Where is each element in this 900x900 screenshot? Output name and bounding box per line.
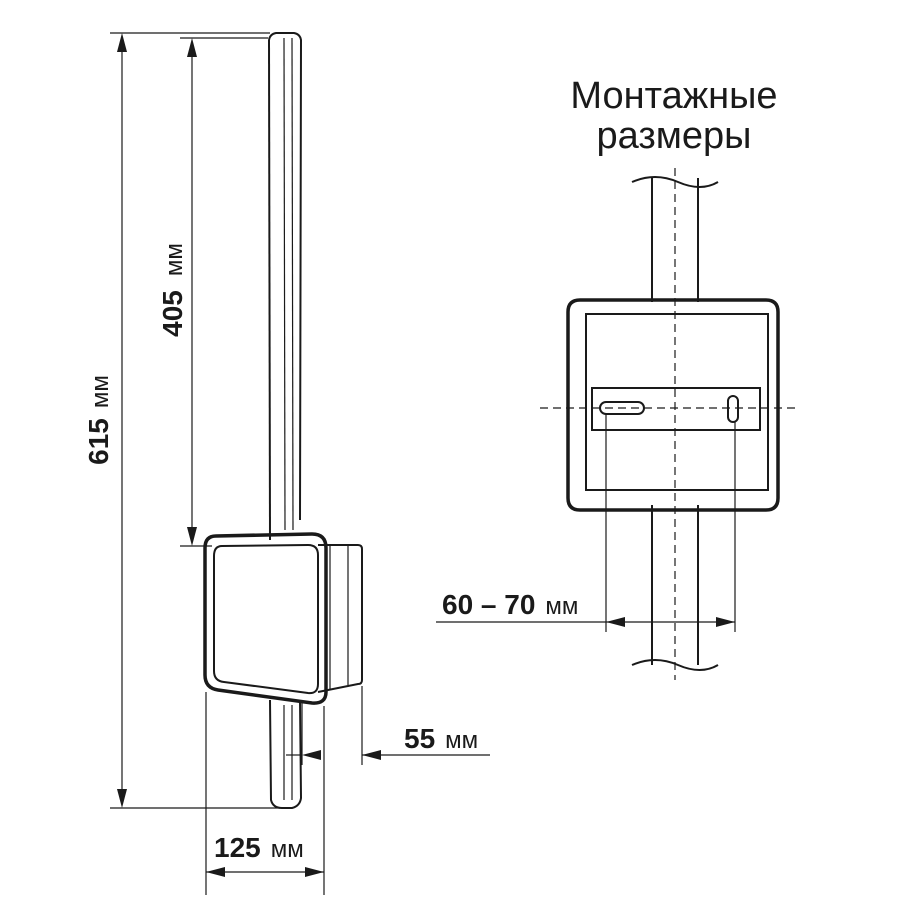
dimension-bar-height: 405 мм	[157, 37, 268, 547]
mount-plate-outer	[566, 298, 780, 512]
total-height-unit: мм	[87, 375, 114, 408]
mounting-title-line2: размеры	[597, 115, 752, 157]
mount-plate-inner	[585, 313, 769, 491]
mount-spacing-value: 60 – 70	[442, 589, 535, 620]
dimension-width: 125 мм	[205, 692, 325, 895]
total-height-value: 615	[83, 418, 114, 465]
width-unit: мм	[271, 836, 304, 863]
bar-height-unit: мм	[161, 243, 188, 276]
mount-spacing-unit: мм	[545, 593, 578, 620]
svg-text:615 мм: 615 мм	[83, 375, 114, 465]
dimension-mount-spacing: 60 – 70 мм	[436, 414, 736, 632]
svg-text:60 – 70 мм: 60 – 70 мм	[442, 589, 578, 620]
dimension-total-height: 615 мм	[83, 32, 280, 809]
svg-text:55 мм: 55 мм	[404, 723, 478, 754]
lamp-bar	[268, 32, 303, 809]
mounting-title-line1: Монтажные	[570, 75, 777, 117]
lamp-head	[203, 532, 363, 705]
lamp-side-view: 615 мм 405 мм 55 мм	[83, 32, 490, 895]
mount-bar	[631, 176, 719, 671]
mounting-view: Монтажные размеры	[436, 75, 800, 680]
depth-value: 55	[404, 723, 435, 754]
svg-text:405 мм: 405 мм	[157, 243, 188, 337]
bar-height-value: 405	[157, 290, 188, 337]
width-value: 125	[214, 832, 261, 863]
depth-unit: мм	[445, 727, 478, 754]
dimension-depth: 55 мм	[286, 686, 490, 765]
svg-text:125 мм: 125 мм	[214, 832, 304, 863]
